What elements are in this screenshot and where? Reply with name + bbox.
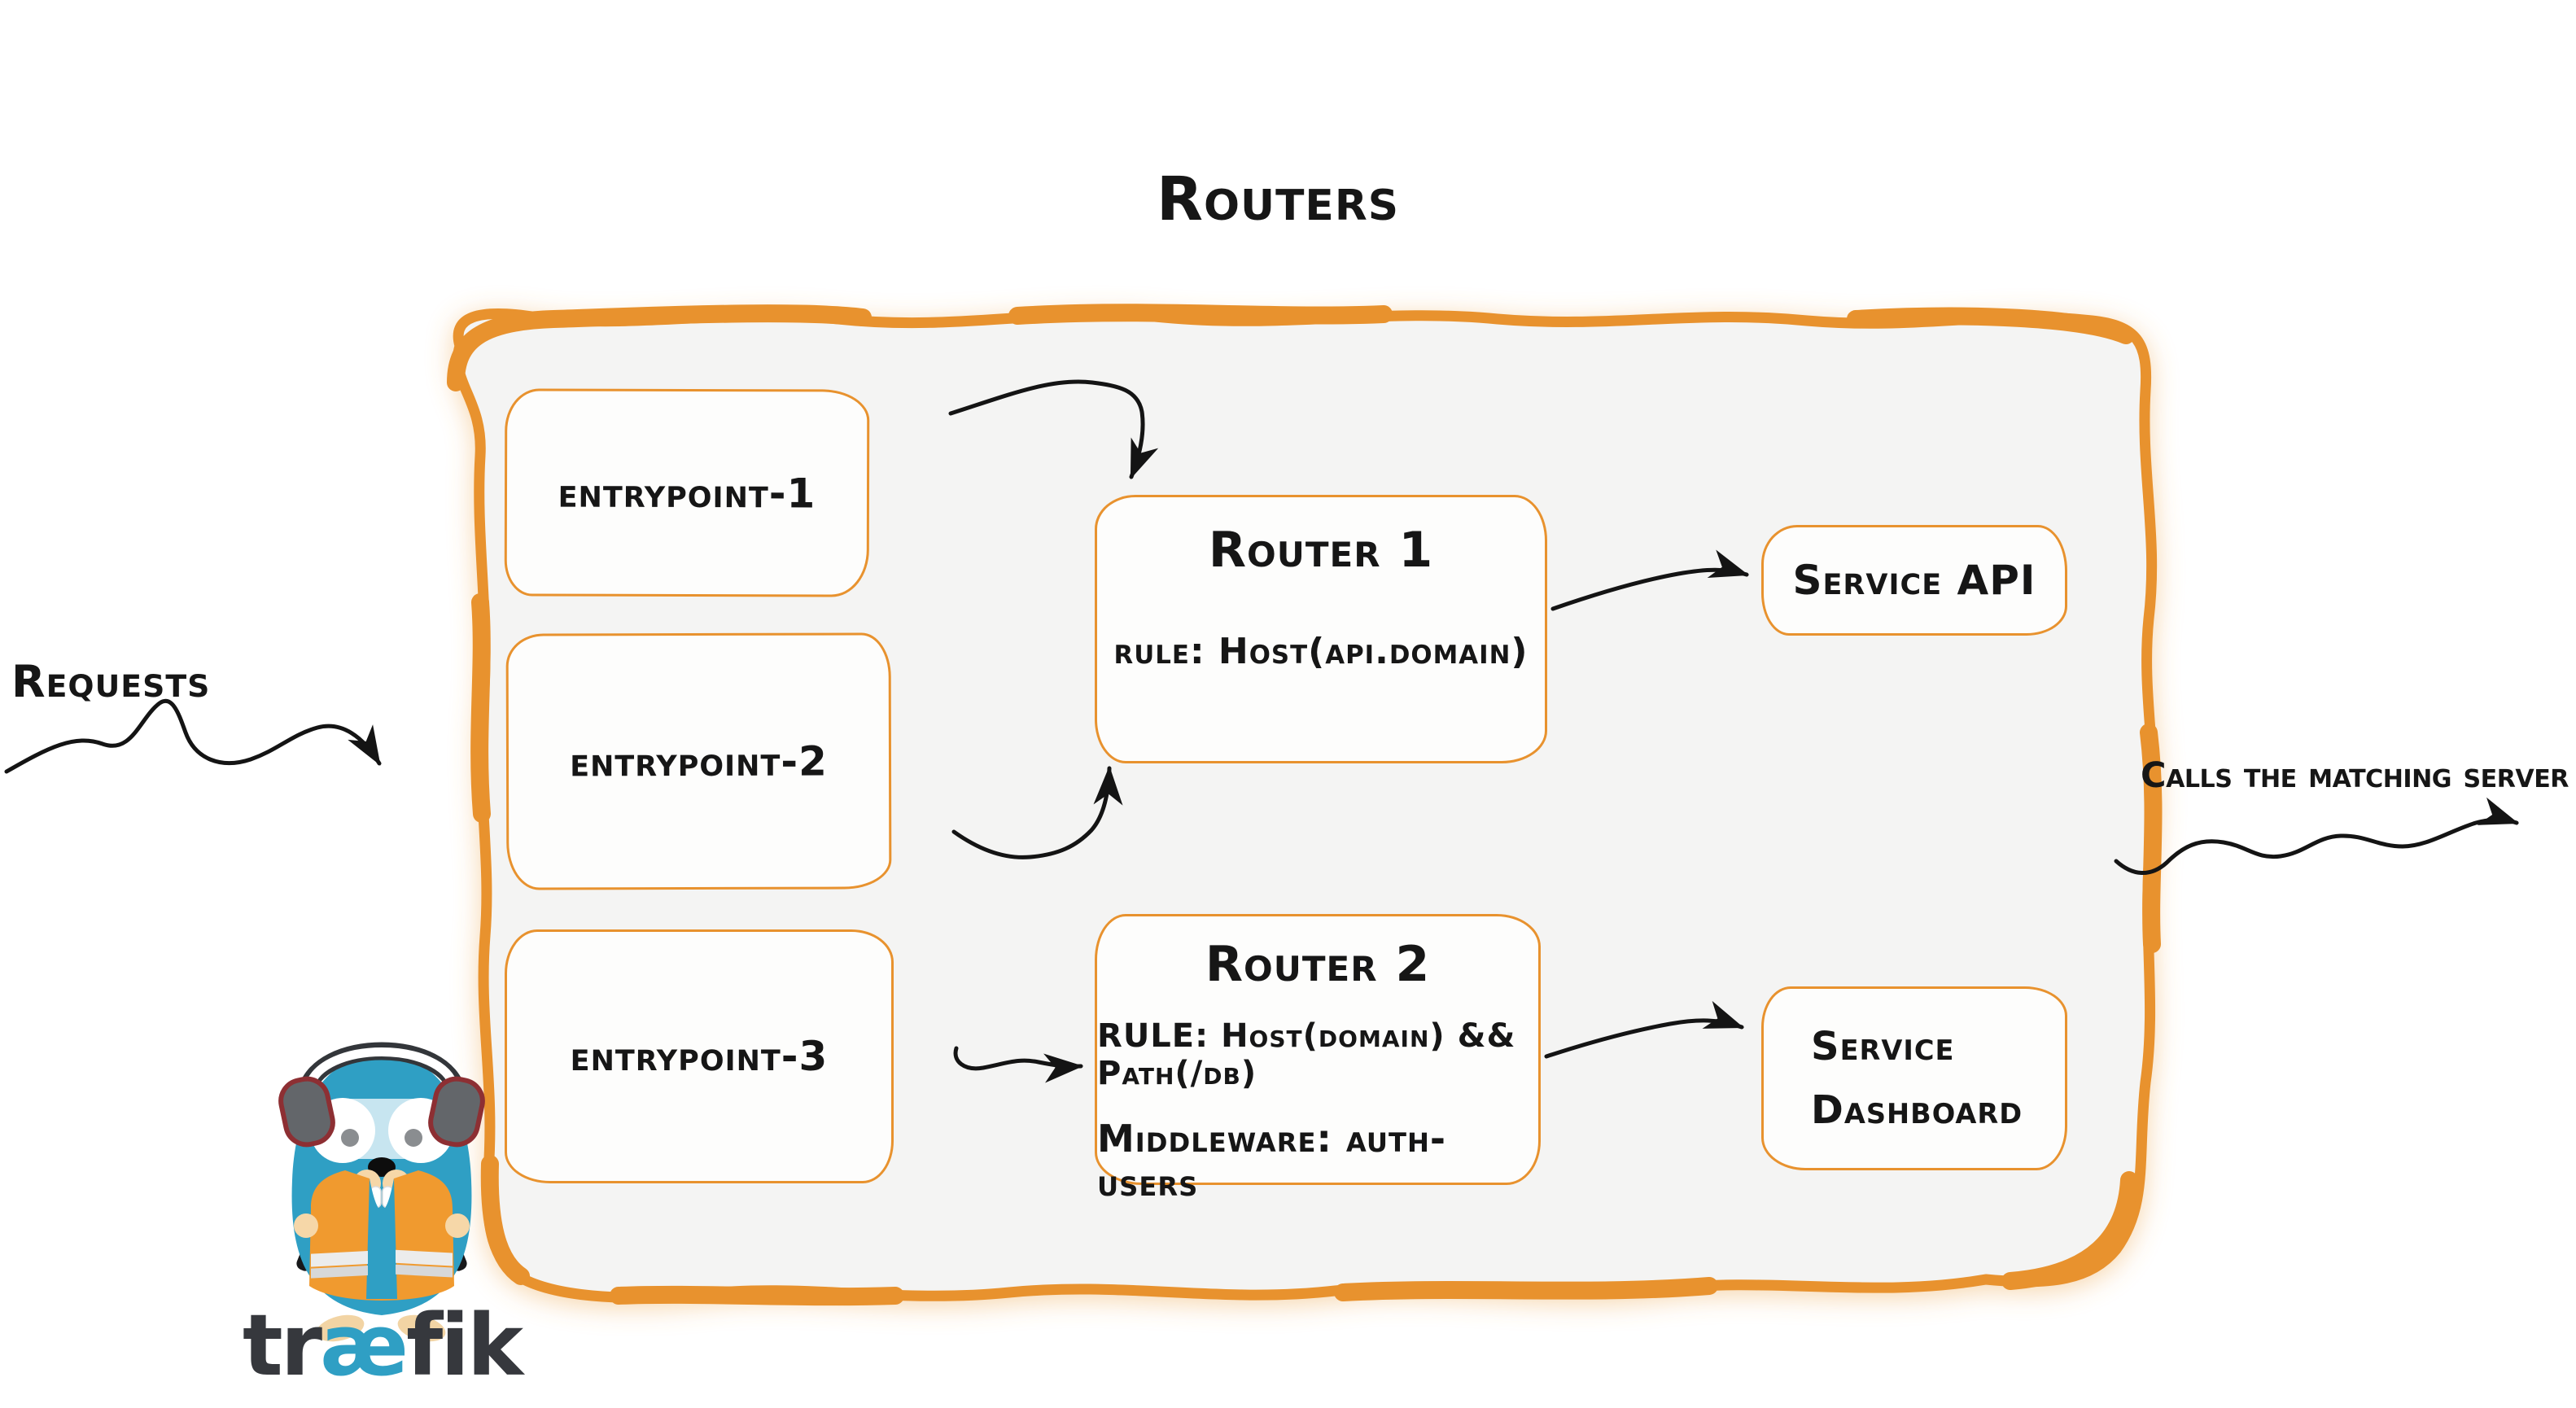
calls-matching-server-arrow [2114, 797, 2519, 875]
gopher-safety-vest [309, 1170, 454, 1301]
router-2-title: ROUTER 2 [1205, 936, 1431, 993]
gopher-paw-right [445, 1213, 470, 1238]
page-title: ROUTERS [1156, 164, 1400, 234]
gopher-headphones [278, 1042, 485, 1148]
router-2-box: ROUTER 2 RULE: HOST(DOMAIN) && PATH(/DB)… [1095, 914, 1541, 1202]
wordmark-pre: tr [243, 1296, 322, 1395]
entrypoint1-to-router1-arrow [948, 379, 1159, 479]
entrypoint2-to-router1-arrow [951, 766, 1123, 859]
router-2-rule: RULE: HOST(DOMAIN) && PATH(/DB) [1097, 1017, 1516, 1092]
gopher-foot [316, 1314, 365, 1342]
service-api-box: SERVICE API [1761, 525, 2067, 636]
router-1-title: ROUTER 1 [1208, 522, 1434, 579]
entrypoint3-to-router2-arrow [953, 1046, 1083, 1083]
calls-matching-server-label: CALLS THE MATCHING SERVER [2141, 755, 2569, 796]
entrypoint-1-label: ENTRYPOINT-1 [558, 469, 816, 517]
wordmark-post: fik [406, 1296, 523, 1395]
entrypoint-1-box: ENTRYPOINT-1 [504, 388, 870, 597]
service-dashboard-box: SERVICE DASHBOARD [1761, 986, 2067, 1170]
router1-to-service-api-arrow [1550, 549, 1749, 611]
gopher-paw-left [294, 1213, 318, 1238]
service-api-label: SERVICE API [1792, 557, 2036, 604]
requests-arrow [4, 699, 382, 774]
service-dashboard-label-line1: SERVICE [1811, 1024, 1955, 1069]
router2-to-service-dashboard-arrow [1544, 1000, 1744, 1059]
wordmark-ae: æ [320, 1296, 409, 1395]
gopher-pupil-right [405, 1129, 422, 1147]
brush-accents [447, 304, 2163, 1306]
entrypoint-3-label: ENTRYPOINT-3 [570, 1033, 829, 1080]
router-1-box: ROUTER 1 RULE: HOST(API.DOMAIN) [1095, 495, 1547, 763]
entrypoint-2-label: ENTRYPOINT-2 [570, 737, 828, 785]
gopher-foot [397, 1314, 446, 1342]
traefik-gopher-icon [278, 1042, 485, 1342]
entrypoint-3-box: ENTRYPOINT-3 [505, 929, 894, 1183]
traefik-wordmark: træfik [243, 1296, 523, 1395]
requests-label: REQUESTS [11, 656, 211, 707]
router-2-middleware: MIDDLEWARE: AUTH-USERS [1097, 1117, 1446, 1202]
entrypoint-2-box: ENTRYPOINT-2 [505, 632, 892, 890]
service-dashboard-label-line2: DASHBOARD [1811, 1087, 2023, 1133]
router-1-rule: RULE: HOST(API.DOMAIN) [1113, 631, 1529, 672]
gopher-pupil-left [341, 1129, 359, 1147]
